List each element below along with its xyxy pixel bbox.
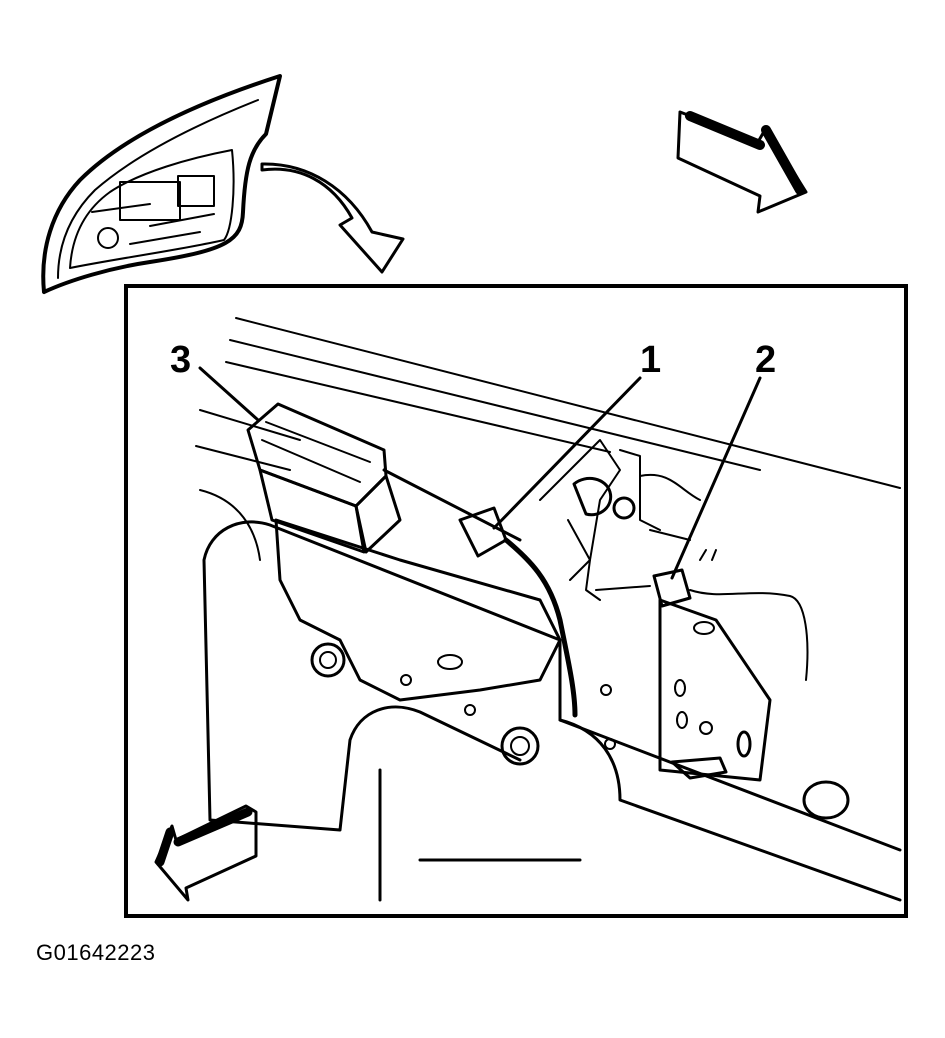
direction-arrow-right (676, 110, 808, 214)
latch-assembly-detail (195, 317, 902, 902)
callout-2: 2 (755, 339, 776, 381)
detail-frame (124, 284, 908, 918)
latch-bracket (274, 518, 562, 766)
lock-rod-assembly (382, 439, 701, 718)
leader-line-1 (492, 376, 642, 530)
actuator-module (246, 402, 402, 554)
callout-1: 1 (640, 339, 661, 381)
leader-line-2 (670, 376, 762, 580)
figure-id: G01642223 (36, 940, 156, 965)
harness-connector (595, 549, 809, 681)
leader-line-3 (198, 366, 260, 422)
curved-pointer-arrow (260, 162, 405, 274)
direction-arrow-left (154, 804, 258, 902)
reinforcement-plate (600, 598, 850, 820)
callout-3: 3 (170, 339, 191, 381)
door-overview-inset (41, 74, 282, 294)
